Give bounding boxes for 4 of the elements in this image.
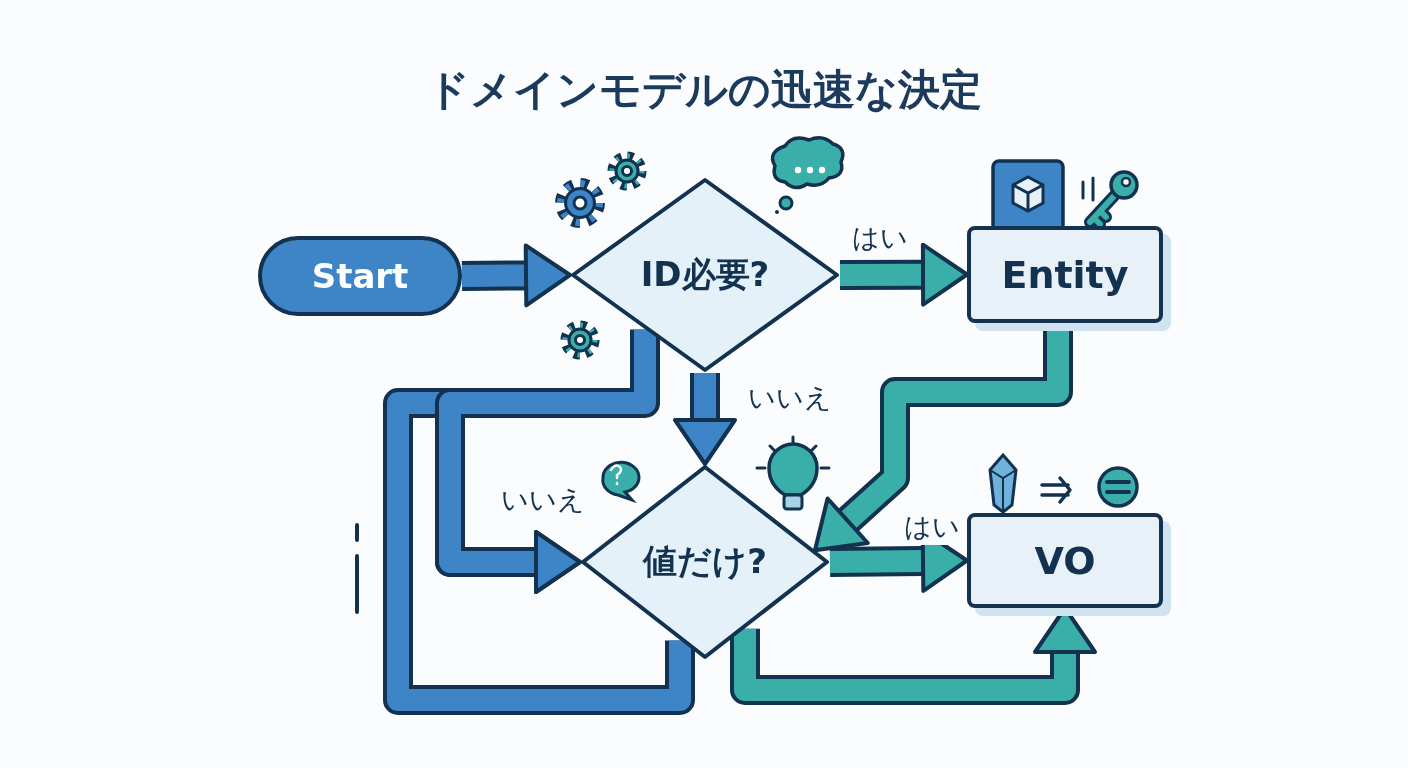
decision-diamond: ID必要? (570, 177, 840, 373)
start-terminal: Start (258, 236, 462, 316)
decision-diamond: 値だけ? (580, 464, 830, 660)
title: ドメインモデルの迅速な決定 (425, 64, 983, 116)
